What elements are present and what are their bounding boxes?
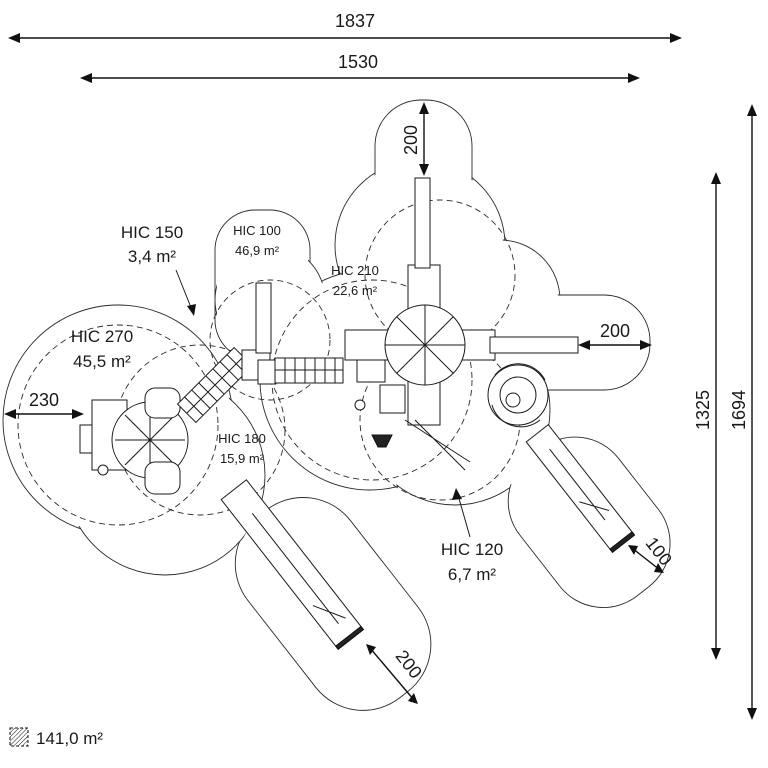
svg-text:HIC 180: HIC 180 bbox=[218, 431, 266, 446]
hic-label-150: HIC 150 3,4 m² bbox=[121, 223, 196, 316]
svg-text:15,9 m²: 15,9 m² bbox=[220, 451, 265, 466]
svg-text:HIC 100: HIC 100 bbox=[233, 223, 281, 238]
equipment bbox=[79, 177, 636, 650]
svg-text:6,7 m²: 6,7 m² bbox=[448, 565, 497, 584]
svg-text:1530: 1530 bbox=[338, 52, 378, 72]
svg-text:HIC 270: HIC 270 bbox=[71, 327, 133, 346]
svg-text:45,5 m²: 45,5 m² bbox=[73, 352, 131, 371]
svg-text:200: 200 bbox=[401, 125, 421, 155]
dim-safety-top: 200 bbox=[401, 102, 429, 176]
svg-text:1694: 1694 bbox=[729, 390, 749, 430]
svg-text:HIC 210: HIC 210 bbox=[331, 263, 379, 278]
svg-text:141,0 m²: 141,0 m² bbox=[36, 729, 103, 748]
dim-top-width: 1837 bbox=[8, 11, 682, 43]
svg-text:46,9 m²: 46,9 m² bbox=[235, 243, 280, 258]
dim-height-inner: 1325 bbox=[693, 172, 721, 660]
hic-label-120: HIC 120 6,7 m² bbox=[441, 488, 503, 584]
hic-label-180: HIC 180 15,9 m² bbox=[218, 431, 266, 466]
hic-label-270: HIC 270 45,5 m² bbox=[71, 327, 133, 371]
svg-text:HIC 150: HIC 150 bbox=[121, 223, 183, 242]
legend: 141,0 m² bbox=[9, 727, 103, 748]
hic-label-210: HIC 210 22,6 m² bbox=[331, 263, 379, 298]
svg-text:1837: 1837 bbox=[335, 11, 375, 31]
dim-inner-width: 1530 bbox=[80, 52, 640, 83]
hatched-square-icon bbox=[9, 727, 29, 747]
dim-safety-right: 200 bbox=[578, 321, 652, 350]
dim-safety-left: 230 bbox=[4, 390, 84, 419]
svg-text:1325: 1325 bbox=[693, 390, 713, 430]
dim-height-outer: 1694 bbox=[729, 104, 757, 720]
svg-text:200: 200 bbox=[600, 321, 630, 341]
hic-label-100: HIC 100 46,9 m² bbox=[233, 223, 281, 258]
svg-text:3,4 m²: 3,4 m² bbox=[128, 247, 177, 266]
svg-text:22,6 m²: 22,6 m² bbox=[333, 283, 378, 298]
svg-text:230: 230 bbox=[29, 390, 59, 410]
svg-text:HIC 120: HIC 120 bbox=[441, 540, 503, 559]
